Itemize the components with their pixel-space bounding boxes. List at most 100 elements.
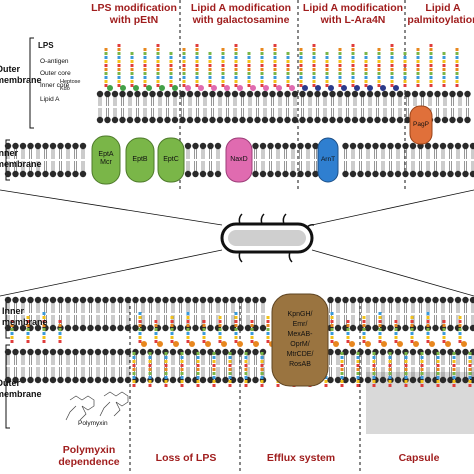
lps-sugar xyxy=(208,56,212,59)
lipid-head xyxy=(109,324,117,332)
lps-sugar xyxy=(212,376,216,379)
efflux-pump xyxy=(271,293,329,387)
lps-sugar xyxy=(338,56,342,59)
lps-sugar xyxy=(143,72,147,75)
lipid-tail xyxy=(36,149,40,171)
lipid-head xyxy=(351,90,359,98)
lipid-head xyxy=(342,142,349,150)
lipid-head xyxy=(349,348,357,356)
lps-sugar xyxy=(426,336,430,339)
lipid-head xyxy=(19,376,27,384)
lipid-head xyxy=(162,296,169,304)
lps-sugar xyxy=(250,340,254,343)
lipid-tail xyxy=(331,97,334,117)
lipid-tail xyxy=(291,149,295,171)
lps-sugar xyxy=(169,80,173,83)
lps-sugar xyxy=(260,48,264,51)
lps-sugar xyxy=(442,52,446,55)
lipid-tail xyxy=(256,97,259,117)
lipid-head xyxy=(379,170,387,178)
lps-sugar xyxy=(416,60,420,63)
lipid-tail xyxy=(419,303,422,325)
lipid-tail xyxy=(119,355,122,377)
lipid-head xyxy=(439,376,447,384)
lps-sugar xyxy=(132,372,136,375)
lipid-tail xyxy=(329,355,332,377)
lps-modification xyxy=(315,85,321,91)
lipid-head xyxy=(12,296,19,304)
lps-sugar xyxy=(196,364,200,367)
lps-sugar xyxy=(410,316,414,319)
lipid-head xyxy=(289,170,297,178)
lipid-tail xyxy=(141,303,145,325)
lipid-head xyxy=(334,348,342,356)
lipid-tail xyxy=(411,303,415,325)
lipid-tail xyxy=(111,355,115,377)
lipid-tail xyxy=(361,97,364,117)
lipid-tail xyxy=(149,303,152,325)
lipid-head xyxy=(231,90,239,98)
lipid-tail xyxy=(411,149,415,171)
lps-sugar xyxy=(286,64,290,67)
lipid-head xyxy=(359,116,366,124)
lipid-head xyxy=(462,142,469,150)
outer-bottom-line2: membrane xyxy=(0,389,42,399)
lipid-head xyxy=(192,324,199,332)
lipid-head xyxy=(372,170,379,178)
lps-sugar xyxy=(312,64,316,67)
lipid-head xyxy=(42,142,49,150)
lps-sugar xyxy=(420,364,424,367)
lps-sugar xyxy=(362,328,366,331)
lipid-head xyxy=(334,376,342,384)
header-palm-line2: palmitoylation xyxy=(407,14,474,26)
lps-sugar xyxy=(351,60,355,63)
lipid-tail xyxy=(81,303,85,325)
lps-sugar xyxy=(42,316,46,319)
lipid-head xyxy=(171,90,179,98)
lipid-head xyxy=(456,90,464,98)
arnT-label: ArnT xyxy=(320,156,336,163)
lps-modification xyxy=(185,85,191,91)
lps-sugar xyxy=(442,76,446,79)
lps-modification xyxy=(367,85,373,91)
lipid-head xyxy=(432,324,439,332)
lipid-head xyxy=(252,376,259,384)
lipid-head xyxy=(134,90,141,98)
lipid-head xyxy=(222,376,229,384)
lps-sugar xyxy=(148,368,152,371)
lipid-tail xyxy=(186,149,190,171)
lps-sugar xyxy=(364,72,368,75)
lps-sugar xyxy=(452,356,456,359)
lipid-tail xyxy=(29,355,32,377)
lipid-head xyxy=(102,376,109,384)
lps-sugar xyxy=(260,364,264,367)
lps-sugar xyxy=(372,380,376,383)
lps-sugar xyxy=(356,376,360,379)
lps-sugar xyxy=(195,80,199,83)
lps-sugar xyxy=(388,360,392,363)
lps-sugar xyxy=(154,340,158,343)
lps-sugar xyxy=(130,64,134,67)
lipid-tail xyxy=(201,355,205,377)
lps-sugar xyxy=(325,80,329,83)
lps-sugar xyxy=(208,60,212,63)
lps-sugar xyxy=(247,60,251,63)
lipid-head xyxy=(214,170,222,178)
lipid-tail xyxy=(458,97,462,117)
footer-loss-of-lps: Loss of LPS xyxy=(155,452,217,464)
lipid-head xyxy=(124,324,132,332)
lps-outer-core: Outer core xyxy=(40,70,71,77)
lps-sugar xyxy=(388,384,392,387)
lipid-head xyxy=(164,90,171,98)
lipid-head xyxy=(381,90,389,98)
lps-sugar xyxy=(42,336,46,339)
lps-sugar xyxy=(299,72,303,75)
lps-sugar xyxy=(416,84,420,87)
lps-sugar xyxy=(436,372,440,375)
lps-sugar xyxy=(356,356,360,359)
lipid-tail xyxy=(308,97,312,117)
lipid-tail xyxy=(426,149,430,171)
lps-sugar xyxy=(351,56,355,59)
lps-sugar xyxy=(202,332,206,335)
